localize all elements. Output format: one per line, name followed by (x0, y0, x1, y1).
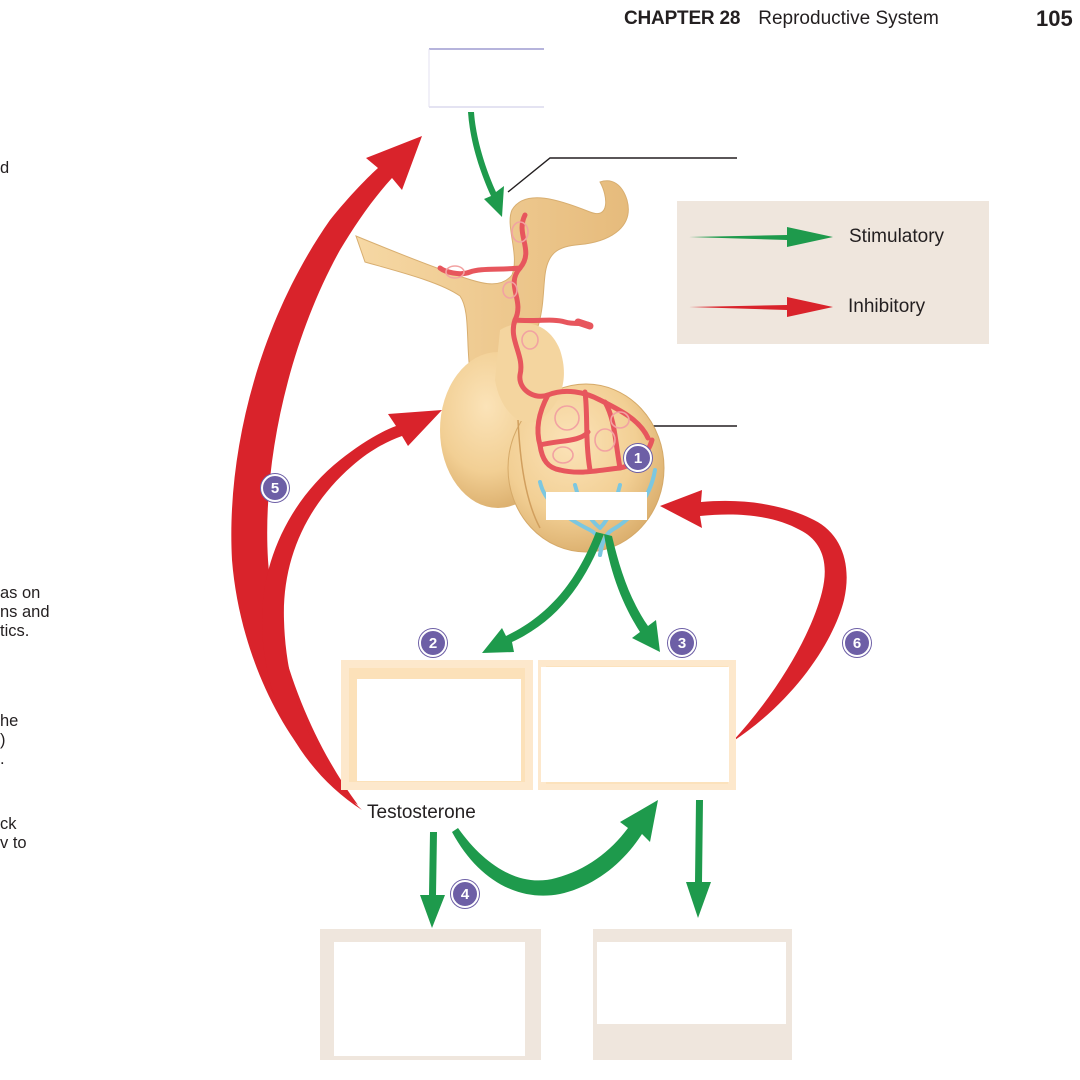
chapter-title: Reproductive System (758, 8, 939, 29)
testosterone-label: Testosterone (367, 802, 476, 823)
step-badge-5: 5 (261, 474, 289, 502)
step-badge-6: 6 (843, 629, 871, 657)
side-text-fragment-1: d (0, 159, 10, 177)
anterior-pituitary-label-box[interactable] (546, 492, 647, 520)
interstitial-cells-box[interactable] (341, 660, 533, 790)
side-text-fragment-3: he ) . (0, 712, 19, 768)
legend-panel: Stimulatory Inhibitory (677, 201, 989, 344)
inhibitory-arrows (231, 136, 847, 810)
side-text-fragment-2: as on ns and tics. (0, 584, 50, 640)
chapter-label: CHAPTER 28 (624, 8, 741, 29)
legend-stimulatory-label: Stimulatory (849, 226, 945, 247)
step-badge-4: 4 (451, 880, 479, 908)
sustentacular-cells-box[interactable] (538, 660, 736, 790)
page-header: CHAPTER 28 Reproductive System 105 (624, 6, 1080, 38)
side-text-fragment-4: ck v to (0, 815, 27, 852)
stimulatory-arrow-icon (689, 227, 833, 247)
step-badge-2: 2 (419, 629, 447, 657)
stimulatory-arrows (420, 112, 711, 928)
inhibitory-arrow-icon (689, 297, 833, 317)
sperm-production-box[interactable] (593, 929, 792, 1060)
page-number: 105 (1036, 6, 1073, 31)
infundibulum-stalk (355, 180, 629, 373)
step-badge-3: 3 (668, 629, 696, 657)
legend-inhibitory-label: Inhibitory (848, 296, 926, 317)
leader-line-stalk (507, 157, 737, 193)
testosterone-target-box[interactable] (320, 929, 541, 1060)
portal-capillaries (437, 212, 655, 475)
step-badge-1: 1 (624, 444, 652, 472)
hypothalamus-label-box[interactable] (428, 48, 544, 108)
